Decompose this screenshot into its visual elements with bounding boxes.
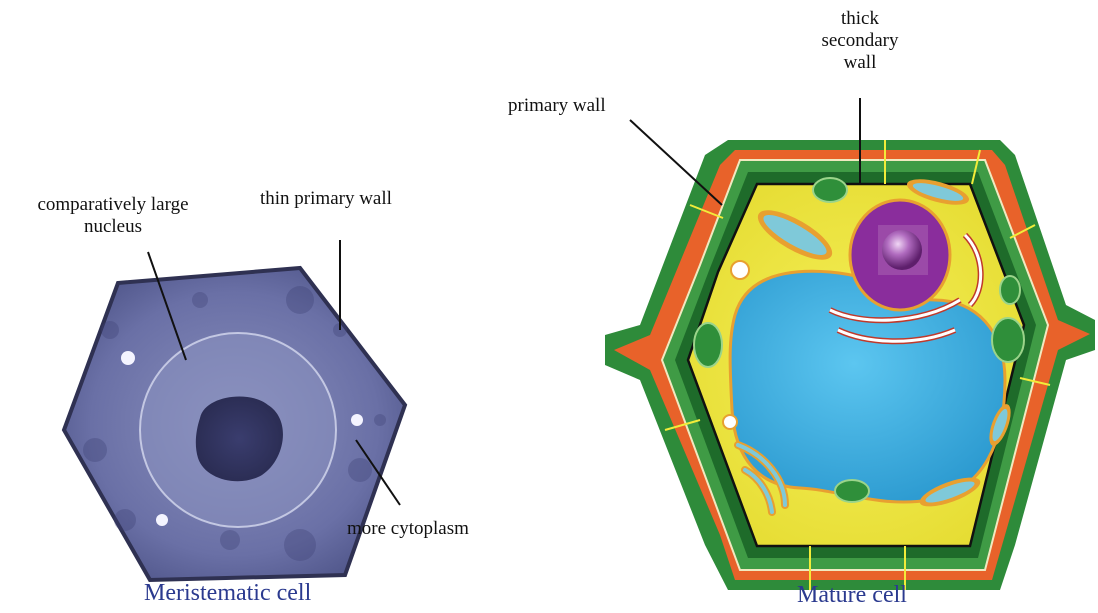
- vesicle: [731, 261, 749, 279]
- meristematic-vacuole: [121, 351, 135, 365]
- thick-secondary-wall-line3: wall: [800, 52, 920, 74]
- meristematic-vacuole: [351, 414, 363, 426]
- more-cytoplasm-label: more cytoplasm: [347, 518, 469, 540]
- nucleus-label-line2: nucleus: [8, 216, 218, 238]
- vesicle: [723, 415, 737, 429]
- thick-secondary-wall-line2: secondary: [800, 30, 920, 52]
- nucleus-label: comparatively large nucleus: [8, 194, 218, 238]
- meristematic-cell-caption: Meristematic cell: [144, 580, 311, 607]
- nucleus-label-line1: comparatively large: [8, 194, 218, 216]
- thick-secondary-wall-line1: thick: [800, 8, 920, 30]
- mature-cell-caption: Mature cell: [797, 582, 907, 609]
- thick-secondary-wall-label: thick secondary wall: [800, 8, 920, 74]
- meristematic-vacuole: [156, 514, 168, 526]
- primary-wall-label: primary wall: [508, 95, 606, 117]
- mature-cell: [605, 98, 1095, 590]
- mature-nucleolus: [882, 230, 922, 270]
- thin-primary-wall-label: thin primary wall: [260, 188, 392, 210]
